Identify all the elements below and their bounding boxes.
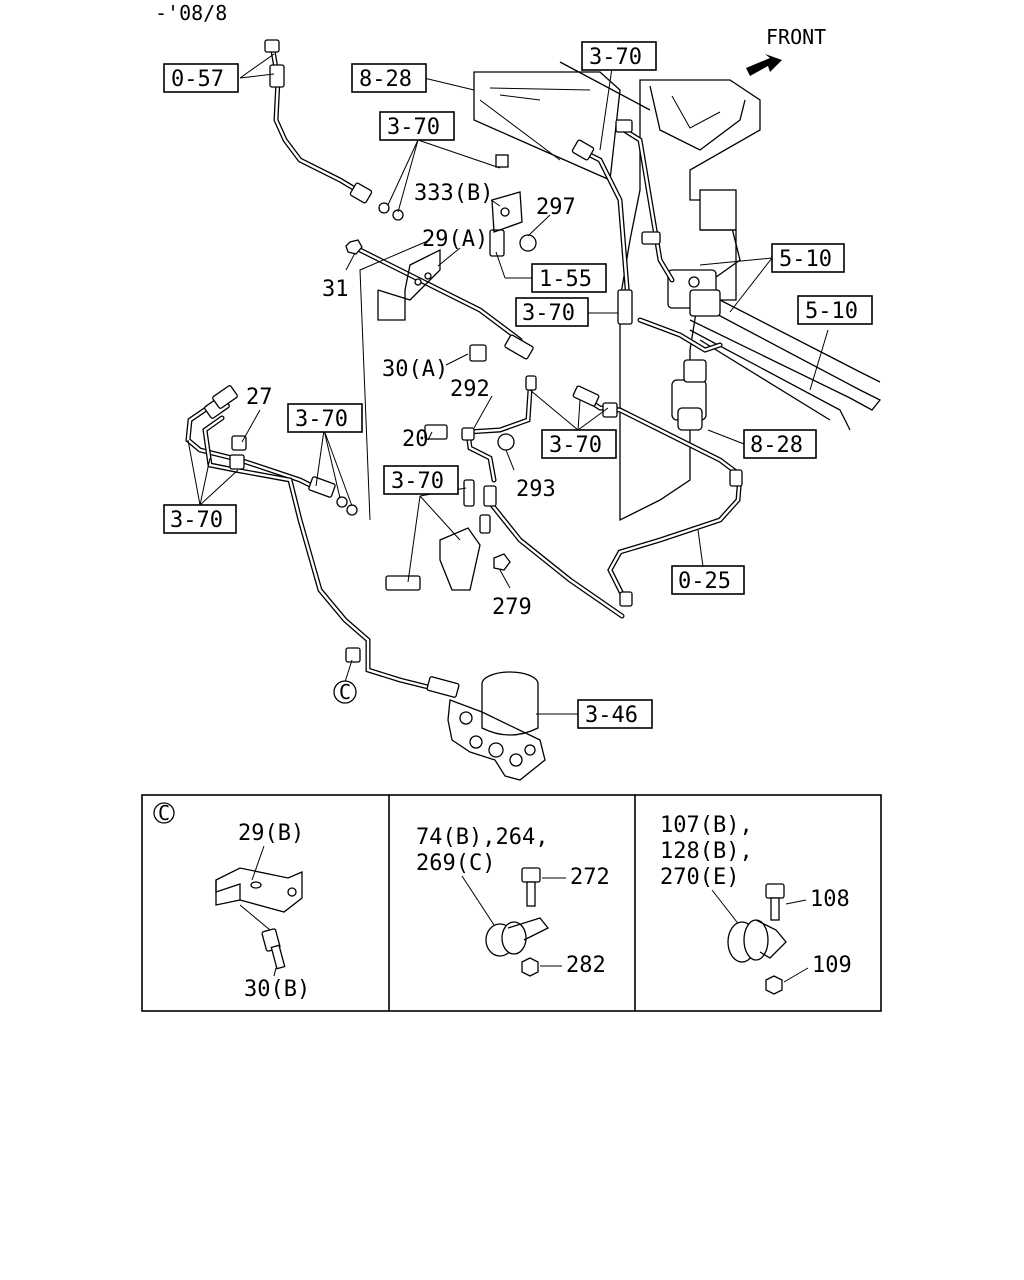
callout-3-70-left-text: 3-70 [295,407,348,432]
panel3-label-line2: 128(B), [660,839,753,864]
pipe-network [185,42,743,693]
section-c-marker: C [333,680,357,704]
bracket-333b [491,191,523,233]
callout-3-70-upper-text: 3-70 [387,115,440,140]
callout-3-70-top[interactable]: 3-70 [581,41,657,71]
part-29a: 29(A) [422,227,488,252]
panel-c-marker: C [158,801,170,825]
panel-c-marker-circle [153,802,175,824]
callout-3-70-top-text: 3-70 [589,45,642,70]
panel2-label-line1: 74(B),264, [416,825,548,850]
callout-5-10-a-text: 5-10 [779,247,832,272]
callout-3-70-center-text: 3-70 [549,433,602,458]
part-297: 297 [536,195,576,220]
panel2-bolt-label: 272 [570,865,610,890]
detail-panel-clip-b: 107(B), 128(B), 270(E) 108 109 [660,813,852,995]
callout-8-28-right[interactable]: 8-28 [743,429,817,459]
part-279: 279 [492,595,532,620]
detail-panels [141,794,882,1012]
callout-1-55[interactable]: 1-55 [531,263,607,293]
part-30a: 30(A) [382,357,448,382]
callout-3-46-text: 3-46 [585,703,638,728]
callout-3-46[interactable]: 3-46 [577,699,653,729]
diagram-code: -'08/8 [155,1,227,25]
callout-3-70-lower[interactable]: 3-70 [383,465,459,495]
front-direction-indicator: FRONT [746,25,826,76]
part-333b: 333(B) [414,181,493,206]
callout-0-57[interactable]: 0-57 [163,63,239,93]
callout-3-70-leftbottom[interactable]: 3-70 [163,504,237,534]
front-arrow-icon [746,54,782,76]
panel2-nut-label: 282 [566,953,606,978]
callout-8-28-right-text: 8-28 [750,433,803,458]
callout-3-70-mid[interactable]: 3-70 [515,297,589,327]
panel2-label-line2: 269(C) [416,851,495,876]
part-293: 293 [516,477,556,502]
panel3-label-line3: 270(E) [660,865,739,890]
cross-member [689,299,882,431]
callout-3-70-left[interactable]: 3-70 [287,403,363,433]
callout-5-10-a[interactable]: 5-10 [771,243,845,273]
callout-3-70-upper[interactable]: 3-70 [379,111,455,141]
part-27: 27 [246,385,273,410]
part-292: 292 [450,377,490,402]
callout-8-28-top-text: 8-28 [359,67,412,92]
callout-8-28-top[interactable]: 8-28 [351,63,427,93]
detail-panel-c: C 29(B) 30(B) [153,801,310,1002]
filter-assembly [671,359,707,431]
air-dryer [447,671,546,781]
front-label: FRONT [766,25,826,49]
panel3-bolt-label: 108 [810,887,850,912]
part-20: 20 [402,427,429,452]
leader-lines [187,53,829,715]
callout-5-10-b-text: 5-10 [805,299,858,324]
callout-3-70-leftbottom-text: 3-70 [170,508,223,533]
panel3-label-line1: 107(B), [660,813,753,838]
callout-0-25-text: 0-25 [678,569,731,594]
callout-5-10-b[interactable]: 5-10 [797,295,873,325]
callout-3-70-mid-text: 3-70 [522,301,575,326]
panel-c-bottom-label: 30(B) [244,977,310,1002]
panel3-nut-label: 109 [812,953,852,978]
callout-1-55-text: 1-55 [539,267,592,292]
frame-rail [473,61,651,181]
svg-text:C: C [339,680,351,704]
fittings [204,39,743,698]
panel-c-top-label: 29(B) [238,821,304,846]
bracket-29a [359,239,441,521]
detail-panel-clip-a: 74(B),264, 269(C) 272 282 [416,825,610,978]
part-31: 31 [322,277,349,302]
cylinder-body [699,189,737,231]
valve-assembly-right [667,269,721,317]
callout-0-25[interactable]: 0-25 [671,565,745,595]
callout-0-57-text: 0-57 [171,67,224,92]
callout-3-70-lower-text: 3-70 [391,469,444,494]
callout-3-70-center[interactable]: 3-70 [541,429,617,459]
